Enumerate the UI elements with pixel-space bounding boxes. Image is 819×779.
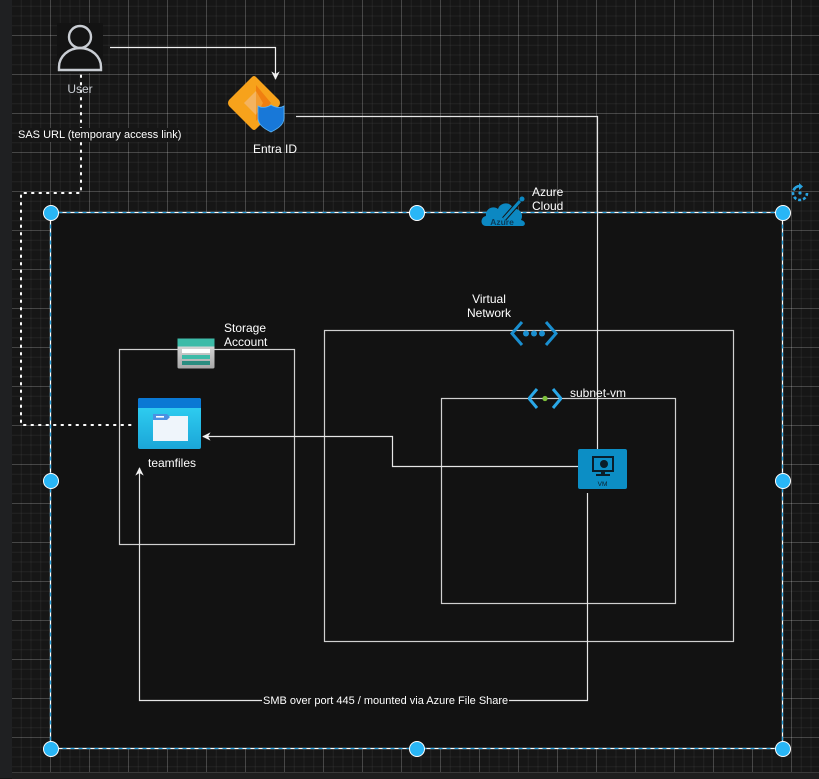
edge-user-to-entra[interactable] — [110, 46, 280, 80]
virtual-network-label-line1: Virtual — [472, 292, 506, 306]
azure-cloud-icon-text: Azure — [490, 217, 514, 227]
storage-account-label-line1: Storage — [224, 321, 267, 335]
user-label: User — [67, 82, 93, 96]
azure-cloud-label-line2: Cloud — [532, 199, 564, 213]
resize-handle-bottom-right[interactable] — [775, 741, 791, 757]
azure-cloud-icon[interactable]: Azure — [480, 192, 530, 230]
resize-handle-right[interactable] — [775, 473, 791, 489]
storage-account-icon[interactable] — [177, 338, 215, 369]
virtual-machine-icon[interactable]: VM — [578, 449, 627, 489]
file-share-icon[interactable] — [138, 398, 201, 449]
subnet-label: subnet-vm — [570, 386, 627, 400]
entra-id-icon[interactable] — [227, 75, 297, 135]
resize-handle-left[interactable] — [43, 473, 59, 489]
edge-vm-to-teamfiles[interactable] — [202, 432, 587, 468]
edge-label-smb: SMB over port 445 / mounted via Azure Fi… — [262, 694, 510, 708]
resize-handle-bottom[interactable] — [409, 741, 425, 757]
virtual-network-label-line2: Network — [466, 306, 511, 320]
storage-account-label-line2: Account — [224, 335, 268, 349]
selection-border-dash — [49, 211, 784, 750]
entra-id-label: Entra ID — [252, 142, 297, 156]
user-icon[interactable] — [57, 23, 103, 73]
azure-cloud-label-line1: Azure — [532, 185, 564, 199]
edge-entra-to-vm[interactable] — [296, 115, 602, 467]
resize-handle-top[interactable] — [409, 205, 425, 221]
resize-handle-top-right[interactable] — [775, 205, 791, 221]
resize-handle-top-left[interactable] — [43, 205, 59, 221]
resize-handle-bottom-left[interactable] — [43, 741, 59, 757]
teamfiles-label: teamfiles — [148, 456, 197, 470]
canvas-bottom-edge — [12, 772, 819, 779]
selection-border — [49, 211, 784, 750]
edge-sas-url[interactable] — [20, 67, 137, 426]
rotate-icon[interactable] — [790, 183, 810, 203]
virtual-network-icon[interactable] — [510, 320, 558, 347]
subnet-box[interactable] — [440, 397, 677, 605]
subnet-icon[interactable] — [527, 388, 563, 409]
azure-cloud-container[interactable] — [50, 212, 782, 748]
vm-label: VM — [598, 481, 608, 488]
edge-smb[interactable] — [135, 467, 589, 702]
edge-label-sas-url: SAS URL (temporary access link) — [18, 128, 182, 142]
virtual-network-box[interactable] — [323, 329, 735, 643]
